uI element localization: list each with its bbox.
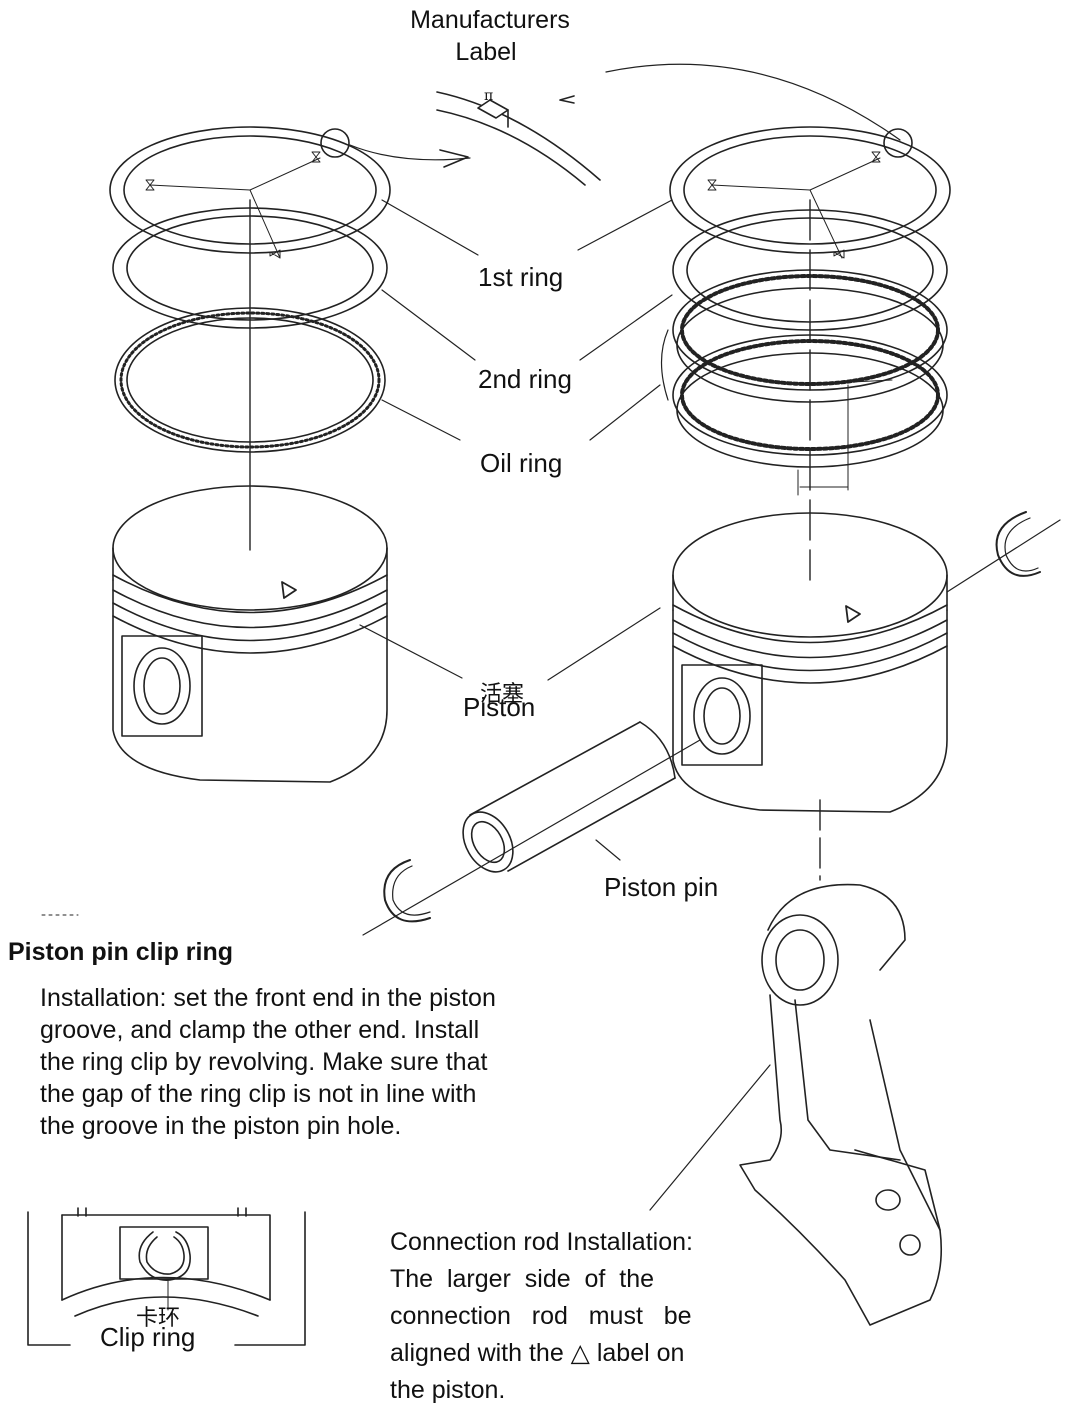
clip-ring-section-inset <box>27 1207 306 1346</box>
first-ring-label: 1st ring <box>478 262 564 292</box>
clip-ring-label-chinese: 卡环 <box>136 1305 181 1330</box>
clip-ring-heading: Piston pin clip ring <box>8 938 233 966</box>
rod-instruction-line: connection rod must be <box>390 1302 692 1330</box>
connecting-rod-instructions: Connection rod Installation: The larger … <box>390 1224 750 1409</box>
lower-clip-ring <box>383 859 431 923</box>
piston-pin <box>362 721 701 936</box>
left-piston <box>112 485 388 783</box>
piston-label-chinese: 活塞 <box>480 681 525 706</box>
second-ring-label: 2nd ring <box>478 364 572 394</box>
manufacturer-mark-detail <box>349 63 901 186</box>
rod-instruction-line: The larger side of the <box>390 1265 655 1293</box>
right-ring-stack <box>660 126 951 581</box>
clip-ring-instructions: Installation: set the front end in the p… <box>40 982 560 1142</box>
clip-ring-instruction-line: the ring clip by revolving. Make sure th… <box>40 1048 488 1076</box>
manufacturers-label-line1: Manufacturers <box>410 6 570 34</box>
rod-instruction-line: Connection rod Installation: <box>390 1228 693 1256</box>
rod-instruction-line: the piston. <box>390 1376 506 1404</box>
leader-lines <box>359 199 771 1211</box>
clip-ring-instruction-line: the gap of the ring clip is not in line … <box>40 1080 477 1108</box>
piston-label: Piston <box>463 692 536 722</box>
clip-ring-instruction-line: the groove in the piston pin hole. <box>40 1112 402 1140</box>
clip-ring-instruction-line: Installation: set the front end in the p… <box>40 984 496 1012</box>
oil-ring-label: Oil ring <box>480 448 563 478</box>
left-triangle-mark <box>281 581 297 599</box>
right-piston <box>672 512 1061 813</box>
rod-instruction-line: aligned with the △ label on <box>390 1339 685 1367</box>
upper-clip-ring <box>995 511 1041 577</box>
right-triangle-mark <box>845 605 861 623</box>
clip-ring-label: Clip ring <box>100 1322 196 1352</box>
left-ring-stack <box>109 126 391 551</box>
manufacturers-label-line2: Label <box>455 38 517 66</box>
clip-ring-instruction-line: groove, and clamp the other end. Install <box>40 1016 480 1044</box>
connecting-rod <box>739 799 943 1326</box>
piston-pin-label: Piston pin <box>604 872 719 902</box>
maker-mark: π <box>484 88 494 104</box>
